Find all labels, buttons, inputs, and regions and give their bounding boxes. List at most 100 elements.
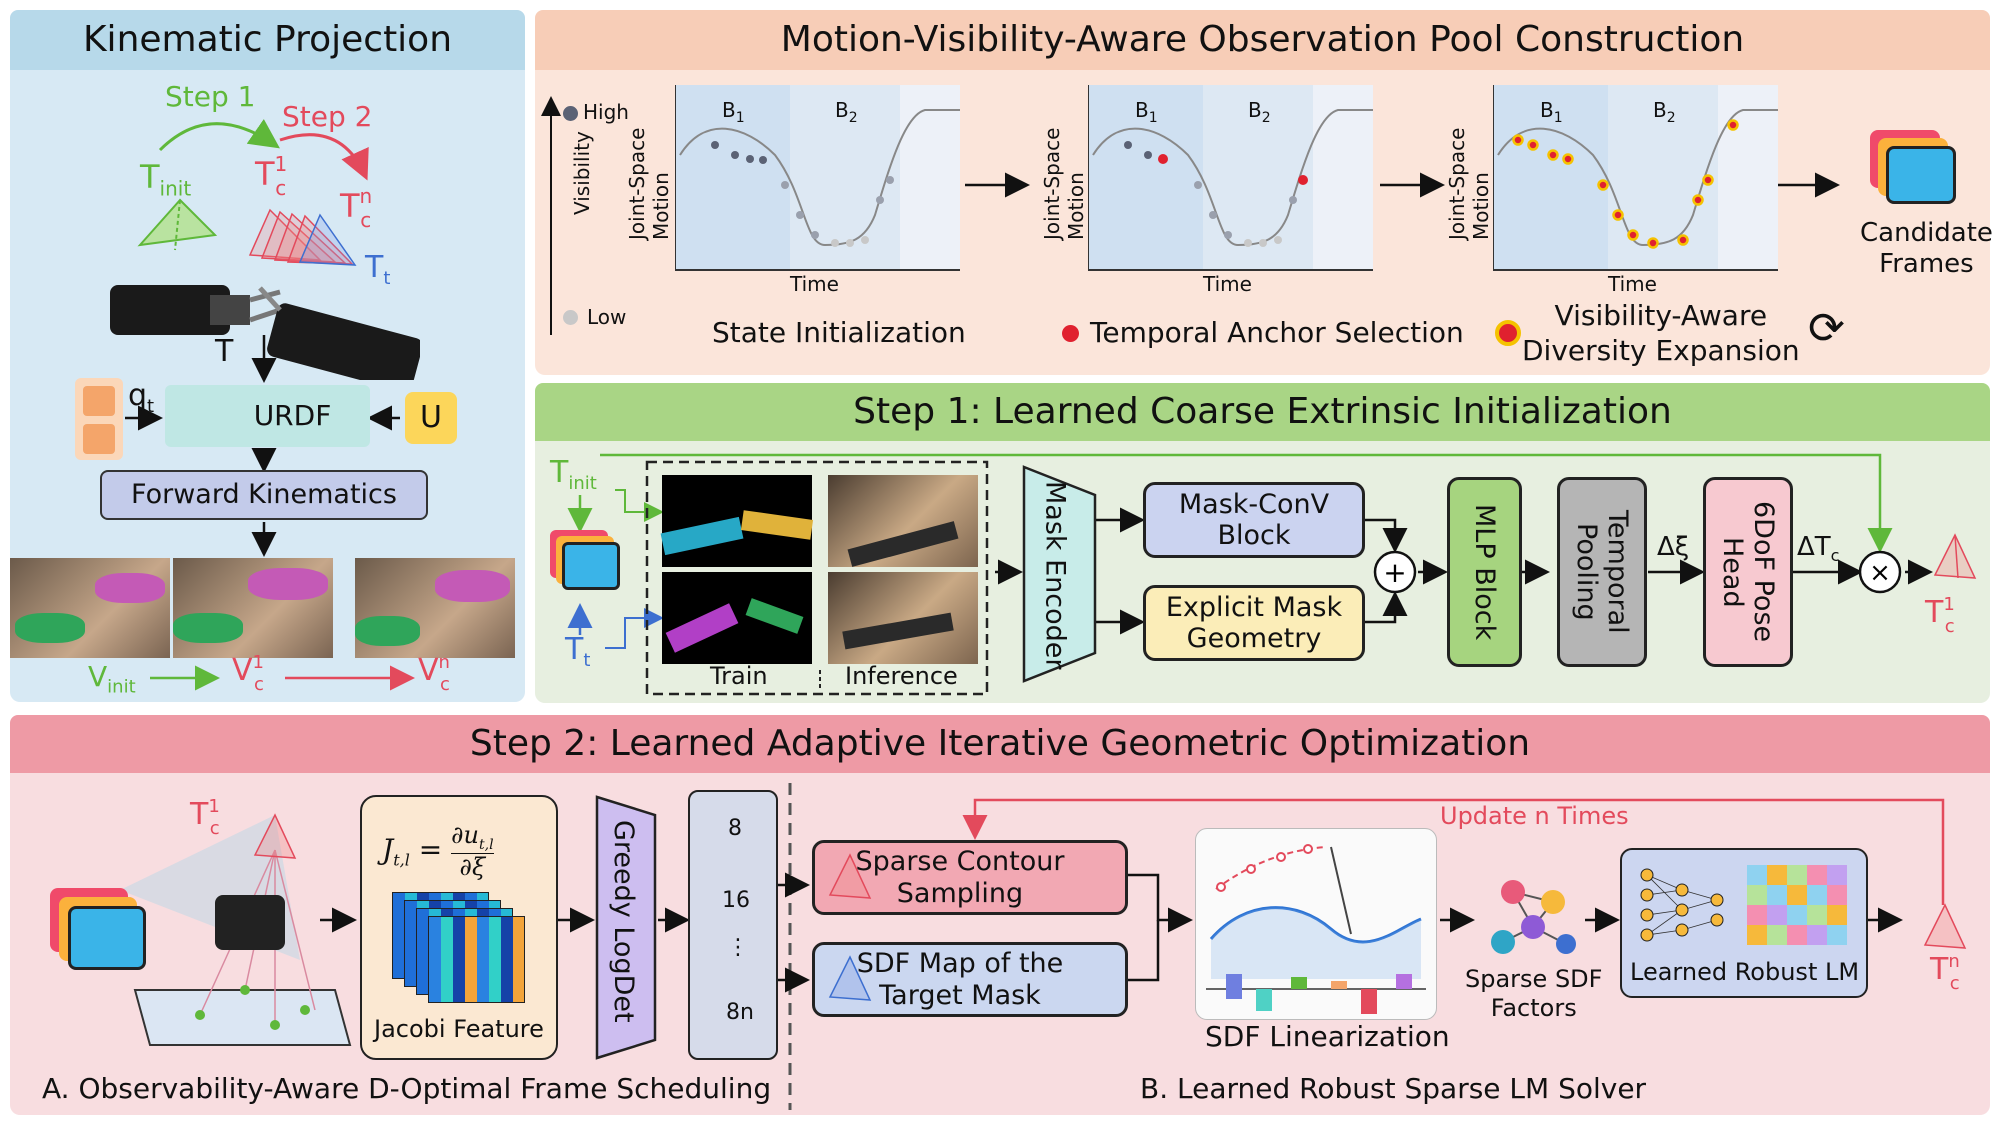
delta-tc-label: ΔTc: [1797, 532, 1840, 566]
urdf-label: URDF: [253, 398, 332, 432]
inference-label: Inference: [845, 662, 958, 690]
contour-pyramid-icon: [828, 853, 872, 899]
multiply-circle-icon: [1858, 550, 1902, 594]
pose-head-block: 6DoF Pose Head: [1703, 477, 1793, 667]
heatmap-stack: [392, 892, 532, 1003]
step1-tinit-label: Tinit: [550, 455, 597, 494]
jacobi-feature-box: Jt,l = ∂ut,l ∂ξ Jacobi Feature: [360, 795, 558, 1060]
candidate-frames-icon: [1870, 130, 1960, 210]
step2-tc1-label: T1c: [190, 796, 220, 839]
chart2-b2: B2: [1248, 98, 1271, 126]
jacobi-feature-label: Jacobi Feature: [374, 1015, 544, 1043]
train-label: Train: [710, 662, 768, 690]
q-input-boxes: [75, 378, 123, 460]
motion-chart-diversity: [1493, 85, 1778, 271]
sparse-factors-graph-icon: [1491, 880, 1576, 954]
mask-conv-box: Mask-ConV Block: [1143, 482, 1365, 558]
inference-image-2: [828, 572, 978, 664]
step2-label: Step 2: [282, 100, 373, 133]
tc1-output-pyramid-icon: [1933, 533, 1977, 579]
kinematic-title: Kinematic Projection: [10, 10, 525, 70]
low-dot: [563, 310, 578, 325]
sdf-map-box: SDF Map of the Target Mask: [812, 942, 1128, 1017]
chart3-b2: B2: [1653, 98, 1676, 126]
low-label: Low: [587, 305, 627, 329]
chart1-b1: B1: [722, 98, 745, 126]
sdf-pyramid-icon: [828, 955, 872, 1001]
tcn-label: Tnc: [340, 184, 373, 232]
chart1-b2: B2: [835, 98, 858, 126]
selection-stack: [688, 790, 778, 1060]
explicit-mask-box: Explicit Mask Geometry: [1143, 585, 1365, 661]
chart2-b1: B1: [1135, 98, 1158, 126]
step2-title: Step 2: Learned Adaptive Iterative Geome…: [10, 715, 1990, 773]
chart3-b1: B1: [1540, 98, 1563, 126]
render-image-3: [355, 558, 515, 658]
render-image-2: [173, 558, 333, 658]
chart1-xlabel: Time: [790, 272, 839, 296]
step1-frames-icon: [550, 530, 625, 595]
svg-text:×: ×: [1869, 558, 1891, 588]
vcn-label: Vnc: [418, 652, 450, 695]
vinit-label: Vinit: [88, 660, 136, 698]
plus-circle-icon: [1373, 550, 1417, 594]
chart3-xlabel: Time: [1608, 272, 1657, 296]
motion-chart-state-init: [675, 85, 960, 271]
high-dot: [563, 106, 578, 121]
tt-label: Tt: [365, 250, 391, 289]
fk-label: Forward Kinematics: [131, 479, 397, 511]
sparse-contour-box: Sparse Contour Sampling: [812, 840, 1128, 915]
u-label: U: [420, 399, 442, 435]
step1-tt-label: Tt: [565, 632, 591, 671]
red-dot-icon: [1062, 325, 1079, 342]
step2-input-pyramid-icon: [253, 813, 297, 859]
train-mask-image-2: [662, 572, 812, 664]
qt-label: qt: [128, 378, 155, 417]
greedy-logdet-label: Greedy LogDet: [608, 820, 639, 1023]
step2-tcn-label: Tnc: [1930, 951, 1960, 994]
mask-encoder-shape: [1022, 465, 1097, 683]
section-a-label: A. Observability-Aware D-Optimal Frame S…: [42, 1072, 772, 1105]
step1-title: Step 1: Learned Coarse Extrinsic Initial…: [535, 383, 1990, 441]
state-init-label: State Initialization: [712, 316, 966, 349]
jacobian-formula: Jt,l = ∂ut,l ∂ξ: [382, 821, 494, 882]
greedy-logdet-shape: [595, 795, 657, 1060]
step1-output-label: T1c: [1925, 594, 1955, 637]
sdf-linearization-box: [1195, 828, 1437, 1020]
update-label: Update n Times: [1440, 802, 1629, 830]
sdf-linearization-plot: [1206, 844, 1426, 1014]
stack-item-2: 16: [722, 888, 750, 913]
tc1-label: T1c: [255, 152, 288, 200]
mlp-block: MLP Block: [1447, 477, 1522, 667]
step1-label: Step 1: [165, 80, 256, 113]
anchor-label: Temporal Anchor Selection: [1090, 316, 1464, 349]
robust-lm-matrix: [1747, 865, 1847, 945]
surgical-tools-image: [110, 285, 420, 380]
section-b-label: B. Learned Robust Sparse LM Solver: [1140, 1072, 1647, 1105]
mask-encoder-label: Mask Encoder: [1039, 480, 1071, 670]
inference-image-1: [828, 475, 978, 567]
u-box: U: [405, 392, 457, 444]
forward-kinematics-box: Forward Kinematics: [100, 470, 428, 520]
stack-item-3: ⋮: [727, 935, 749, 960]
delta-xi-label: Δξ: [1657, 532, 1690, 562]
robust-lm-graphic: [1640, 865, 1847, 945]
urdf-box: URDF: [165, 385, 370, 447]
motion-chart-anchor: [1088, 85, 1373, 271]
train-mask-image-1: [660, 475, 814, 567]
t-arrow-label: T: [215, 334, 234, 369]
tt-pyramid-icon: [298, 213, 357, 266]
chart2-xlabel: Time: [1203, 272, 1252, 296]
robust-lm-label: Learned Robust LM: [1630, 958, 1860, 986]
vc1-label: V1c: [232, 652, 264, 695]
tinit-pyramid-icon: [137, 198, 218, 251]
tinit-label: Tinit: [140, 158, 192, 201]
pool-title: Motion-Visibility-Aware Observation Pool…: [535, 10, 1990, 70]
temporal-pooling-block: Temporal Pooling: [1557, 477, 1647, 667]
stack-item-1: 8: [728, 816, 742, 841]
